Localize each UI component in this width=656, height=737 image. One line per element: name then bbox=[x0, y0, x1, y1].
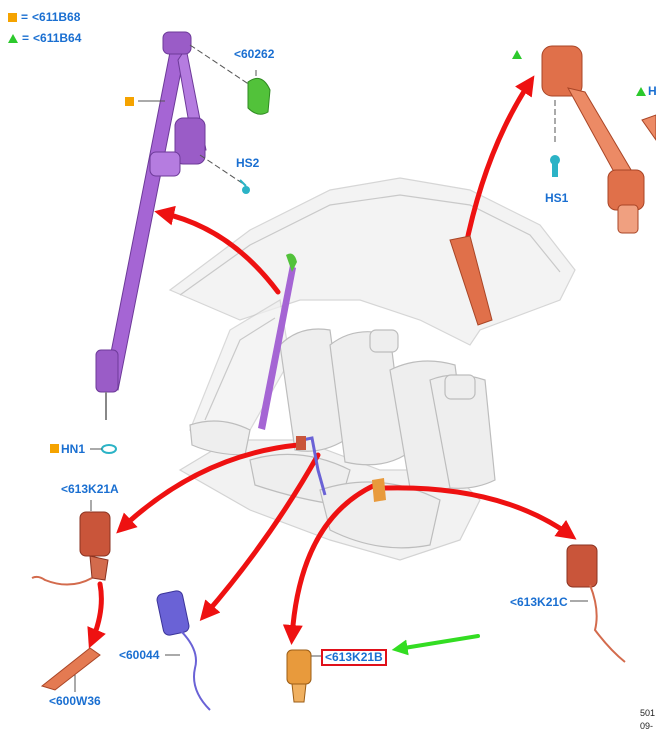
callout-60262[interactable]: <60262 bbox=[234, 47, 275, 61]
buckle-613k21b bbox=[286, 649, 312, 703]
orange-square-marker-belt bbox=[125, 97, 134, 106]
callout-613k21c[interactable]: <613K21C bbox=[510, 595, 568, 609]
installed-red-buckle bbox=[296, 436, 306, 450]
callout-60044[interactable]: <60044 bbox=[119, 648, 160, 662]
bolt-hs2 bbox=[239, 179, 250, 194]
callout-hs2[interactable]: HS2 bbox=[236, 156, 260, 170]
green-triangle-marker-retractor bbox=[512, 50, 522, 59]
cover-600w36 bbox=[40, 647, 101, 691]
legend-label-611b68[interactable]: <611B68 bbox=[32, 10, 81, 24]
callout-h-partial[interactable]: H bbox=[648, 84, 656, 98]
buckle-613k21a bbox=[31, 511, 111, 586]
callout-hn1[interactable]: HN1 bbox=[61, 442, 86, 456]
buckle-60044 bbox=[156, 590, 211, 711]
legend-label-611b64[interactable]: <611B64 bbox=[33, 31, 82, 45]
installed-purple-belt bbox=[258, 265, 296, 430]
callout-613k21b[interactable]: <613K21B bbox=[321, 649, 387, 666]
callout-hs1[interactable]: HS1 bbox=[545, 191, 569, 205]
installed-orange-buckle bbox=[372, 478, 386, 502]
green-triangle-marker-right bbox=[636, 87, 646, 96]
callout-600w36[interactable]: <600W36 bbox=[49, 694, 101, 708]
installed-blue-buckle bbox=[301, 436, 327, 496]
green-trim-cover bbox=[247, 77, 271, 115]
orange-square-icon bbox=[8, 12, 17, 22]
purple-seat-belt-assembly bbox=[95, 31, 207, 454]
orange-square-marker-hn1 bbox=[50, 444, 59, 453]
salmon-seat-belt-assembly bbox=[541, 45, 656, 234]
legend-item-611b64: = <611B64 bbox=[8, 31, 81, 45]
buckle-613k21c bbox=[566, 544, 626, 663]
drawing-code-line1: 501 bbox=[640, 708, 656, 718]
green-highlight-arrow bbox=[391, 634, 480, 656]
installed-green-cover bbox=[286, 253, 297, 272]
installed-salmon-belt bbox=[449, 235, 493, 326]
red-arrows bbox=[87, 75, 577, 649]
callout-613k21a[interactable]: <613K21A bbox=[61, 482, 119, 496]
legend-item-611b68: = <611B68 bbox=[8, 10, 80, 24]
bolt-hs1 bbox=[550, 155, 560, 177]
green-triangle-icon bbox=[8, 33, 18, 43]
leader-lines bbox=[74, 44, 588, 692]
drawing-code-line2: 09- bbox=[640, 721, 654, 731]
